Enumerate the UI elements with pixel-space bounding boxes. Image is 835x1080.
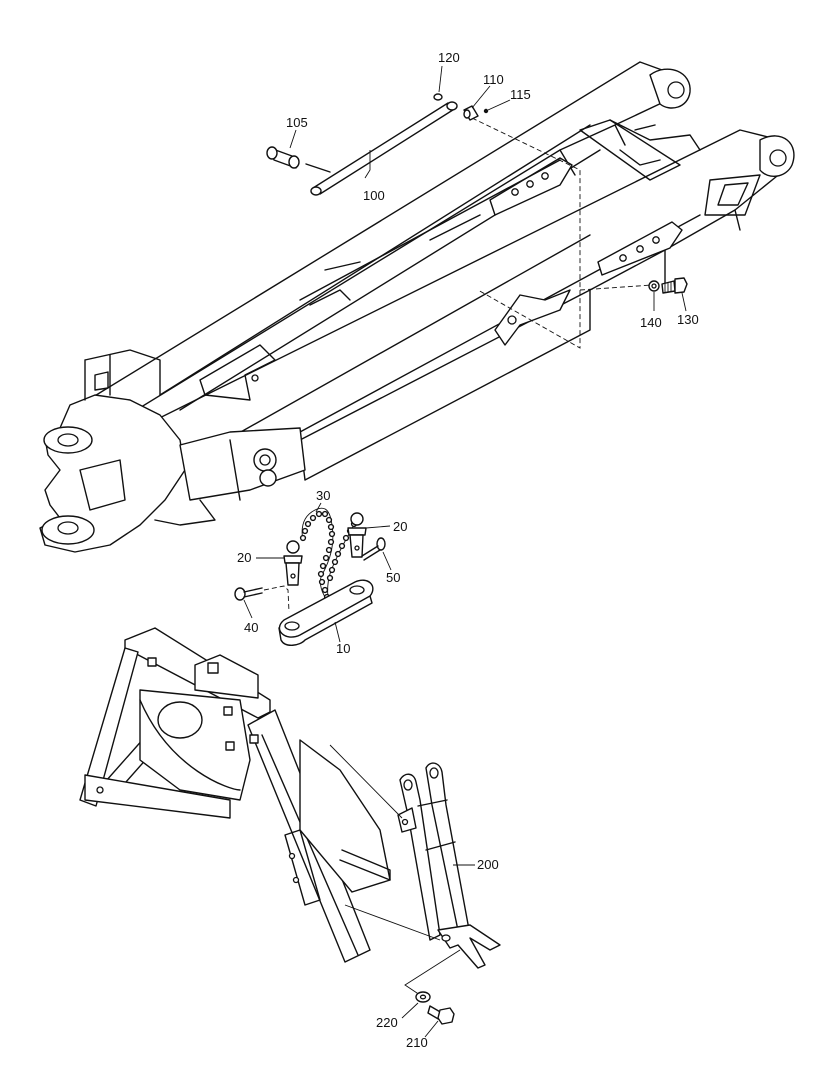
assembly-guides-upper — [471, 117, 653, 349]
label-220: 220 — [376, 1015, 398, 1030]
label-200: 200 — [477, 857, 499, 872]
fitting-110 — [463, 105, 479, 121]
label-110: 110 — [483, 72, 504, 87]
leader-lines — [243, 65, 687, 1038]
label-50: 50 — [386, 570, 400, 585]
support-arm-200 — [397, 762, 501, 969]
boom-bracket — [494, 289, 571, 346]
label-20-right: 20 — [393, 519, 407, 534]
guide-220 — [404, 949, 461, 996]
guide-frame-to-arm-lower — [344, 904, 441, 941]
clip-pin-50 — [361, 537, 386, 561]
label-140: 140 — [640, 315, 662, 330]
link-plate-10 — [278, 579, 374, 646]
label-210: 210 — [406, 1035, 428, 1050]
label-10: 10 — [336, 641, 350, 656]
washer-120 — [433, 93, 443, 101]
lock-pin-20-left — [283, 540, 303, 586]
boom-lower-beam — [94, 129, 783, 471]
clip-pin-40 — [234, 587, 263, 601]
label-120: 120 — [438, 50, 460, 65]
washer-140 — [648, 280, 660, 292]
rod-pin-small — [305, 163, 331, 173]
link-rod-100 — [310, 101, 458, 196]
washer-220 — [415, 991, 431, 1003]
bolt-130 — [661, 277, 688, 294]
boom-assembly — [39, 61, 795, 553]
label-130: 130 — [677, 312, 699, 327]
label-20-left: 20 — [237, 550, 251, 565]
part-labels: 120 110 115 105 100 140 130 30 20 20 50 … — [237, 50, 699, 1050]
support-frame — [79, 627, 391, 963]
guide-frame-to-arm — [329, 744, 403, 819]
label-30: 30 — [316, 488, 330, 503]
lock-pin-20-right — [347, 512, 367, 558]
label-105: 105 — [286, 115, 308, 130]
label-40: 40 — [244, 620, 258, 635]
label-115: 115 — [510, 87, 531, 102]
guide-40 — [263, 585, 290, 613]
boom-upper-beam — [74, 61, 669, 421]
label-100: 100 — [363, 188, 385, 203]
nut-115 — [483, 108, 489, 114]
bolt-210 — [427, 1005, 455, 1025]
pin-105 — [266, 146, 300, 169]
